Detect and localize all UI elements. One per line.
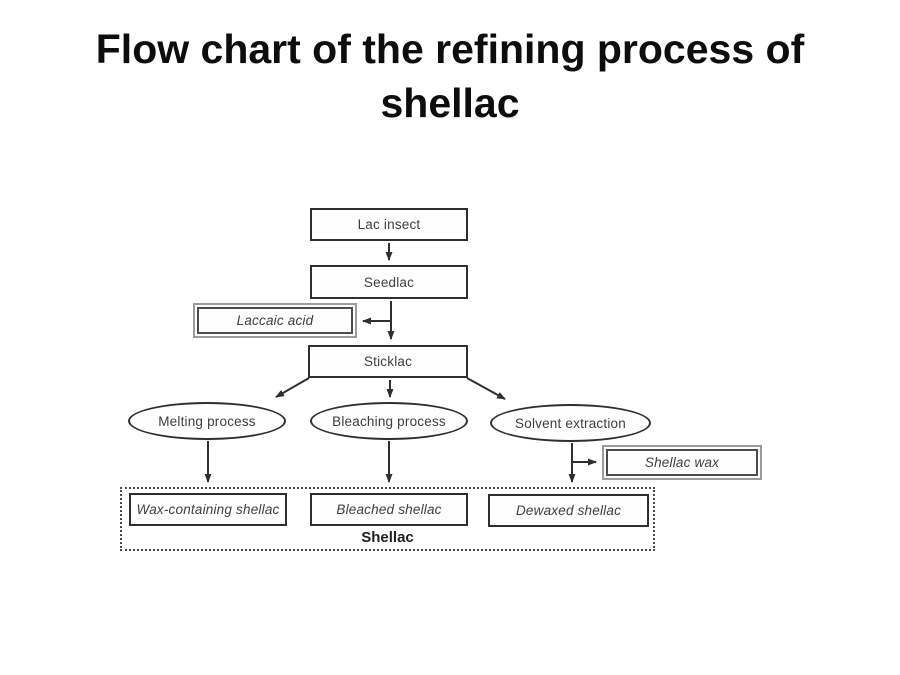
node-melting-process: Melting process — [128, 402, 286, 440]
page-title: Flow chart of the refining process of sh… — [0, 22, 900, 130]
node-shellac-wax-label: Shellac wax — [644, 455, 720, 470]
node-bleached-shellac: Bleached shellac — [310, 493, 468, 526]
node-bleaching-process: Bleaching process — [310, 402, 468, 440]
arrow-sticklac-to-solvent — [466, 377, 506, 400]
node-dewaxed-shellac-label: Dewaxed shellac — [515, 503, 622, 518]
shellac-group-container — [120, 487, 655, 551]
node-sticklac-label: Sticklac — [363, 354, 413, 369]
node-dewaxed-shellac: Dewaxed shellac — [488, 494, 649, 527]
node-wax-containing-shellac-label: Wax-containing shellac — [136, 502, 280, 517]
node-lac-insect-label: Lac insect — [357, 217, 421, 232]
node-seedlac: Seedlac — [310, 265, 468, 299]
page-title-line1: Flow chart of the refining process of — [95, 26, 805, 72]
arrow-sticklac-to-melting — [275, 377, 310, 398]
node-bleaching-process-label: Bleaching process — [332, 413, 446, 429]
node-sticklac: Sticklac — [308, 345, 468, 378]
node-melting-process-label: Melting process — [158, 413, 256, 429]
node-seedlac-label: Seedlac — [363, 274, 415, 290]
node-bleached-shellac-label: Bleached shellac — [336, 502, 442, 517]
node-solvent-extraction: Solvent extraction — [490, 404, 651, 442]
node-solvent-extraction-label: Solvent extraction — [515, 415, 626, 431]
node-lac-insect: Lac insect — [310, 208, 468, 241]
page-title-line2: shellac — [380, 80, 520, 126]
node-shellac-wax: Shellac wax — [606, 449, 758, 476]
node-laccaic-acid: Laccaic acid — [197, 307, 353, 334]
shellac-group-label-text: Shellac — [361, 529, 414, 546]
node-wax-containing-shellac: Wax-containing shellac — [129, 493, 287, 526]
shellac-group-label: Shellac — [120, 529, 655, 546]
node-laccaic-acid-label: Laccaic acid — [236, 313, 314, 328]
